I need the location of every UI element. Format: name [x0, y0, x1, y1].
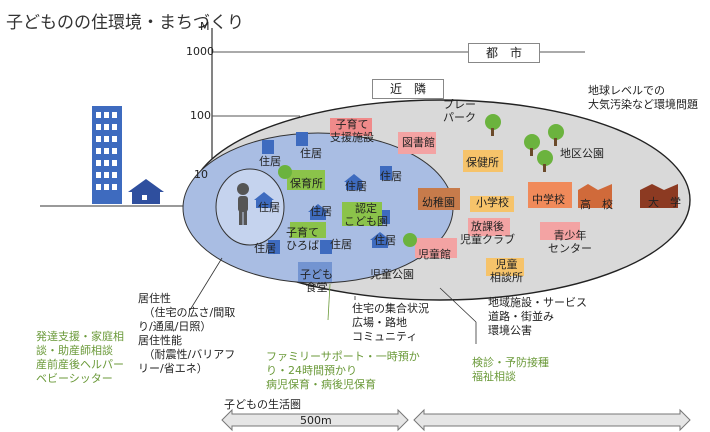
- elementary-school-label: 小学校: [476, 196, 509, 209]
- child-consultation-label: 児童相談所: [490, 258, 523, 284]
- axis-unit-label: M: [200, 20, 210, 33]
- city-region-label: 都 市: [468, 43, 540, 63]
- after-school-club-label: 放課後児童クラブ: [460, 220, 515, 246]
- home-label: 住居: [310, 205, 332, 218]
- childcare-plaza-label: 子育てひろば: [286, 226, 319, 252]
- family-support-notes: ファミリーサポート・一時預かり・24時間預かり病児保育・病後児保育: [266, 350, 420, 391]
- home-label: 住居: [254, 242, 276, 255]
- children-park-label: 児童公園: [370, 268, 414, 281]
- youth-center-label: 青少年センター: [548, 229, 592, 255]
- distance-label: 500m: [300, 414, 332, 427]
- child-person-icon: [237, 183, 249, 225]
- axis-tick-1000: 1000: [186, 45, 214, 58]
- junior-high-label: 中学校: [532, 193, 565, 206]
- support-notes: 発達支援・家庭相談・助産師相談産前産後ヘルパーベビーシッター: [36, 330, 124, 385]
- home-label: 住居: [345, 180, 367, 193]
- home-label: 住居: [380, 170, 402, 183]
- house-icon: [128, 179, 164, 204]
- children-hall-label: 児童館: [418, 248, 451, 261]
- axis-tick-100: 100: [190, 109, 211, 122]
- childcare-support-label: 子育て支援施設: [330, 118, 374, 144]
- residential-notes: 居住性 （住宅の広さ/間取り/通風/日照） 居住性能 （耐震性/バリアフリー/省…: [138, 292, 236, 375]
- global-environment-label: 地球レベルでの大気汚染など環境問題: [588, 84, 698, 111]
- university-label: 大 学: [648, 196, 681, 209]
- living-area-label: 子どもの生活圏: [224, 398, 301, 411]
- kids-cafeteria-label: 子ども食堂: [300, 268, 333, 294]
- home-label: 住居: [259, 155, 281, 168]
- checkup-notes: 検診・予防接種福祉相談: [472, 356, 549, 383]
- building-icon: [92, 106, 122, 204]
- home-label: 住居: [258, 201, 280, 214]
- page-title: 子どものの住環境・まちづくり: [6, 13, 244, 33]
- axis-tick-10: 10: [194, 168, 208, 181]
- kindergarten-label: 幼稚園: [422, 196, 455, 209]
- nursery-label: 保育所: [290, 177, 323, 190]
- health-center-label: 保健所: [466, 156, 499, 169]
- housing-notes: 住宅の集合状況広場・路地コミュニティ: [352, 302, 429, 343]
- tree-icons: [278, 114, 564, 247]
- range-arrows: [221, 408, 691, 432]
- home-label: 住居: [330, 238, 352, 251]
- home-label: 住居: [300, 147, 322, 160]
- certified-center-label: 認定こども園: [344, 202, 388, 228]
- regional-notes: 地域施設・サービス道路・街並み環境公害: [488, 296, 587, 337]
- playpark-label: プレーパーク: [443, 98, 476, 124]
- library-label: 図書館: [402, 136, 435, 149]
- neighborhood-region-label: 近 隣: [372, 79, 444, 99]
- home-label: 住居: [374, 234, 396, 247]
- high-school-label: 高 校: [580, 198, 613, 211]
- district-park-label: 地区公園: [560, 147, 604, 160]
